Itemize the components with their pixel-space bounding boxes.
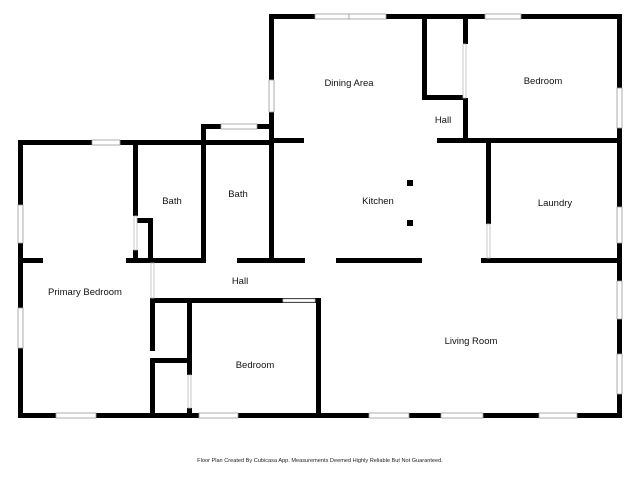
room-label-kitchen: Kitchen [362,196,394,207]
footer-disclaimer: Floor Plan Created By Cubicasa App. Meas… [197,458,443,464]
wall [133,140,138,216]
door-opening [133,215,138,251]
room-label-laundry: Laundry [538,198,573,209]
room-label-bedroom-ne: Bedroom [524,76,563,87]
wall [486,138,491,224]
wall [150,298,320,303]
wall [269,14,274,138]
wall [136,218,152,223]
room-label-dining-area: Dining Area [324,78,374,89]
wall [422,14,427,100]
wall [18,140,274,145]
wall [187,408,192,418]
room-label-bath-right: Bath [228,189,248,200]
wall [274,258,305,263]
door-opening [150,262,155,299]
room-label-hall-north: Hall [435,115,451,126]
window [616,87,623,129]
window [17,307,24,349]
room-labels: Dining Area Bedroom Hall Bath Bath Kitch… [48,76,572,371]
window [314,13,350,20]
window [484,13,522,20]
window [616,353,623,395]
windows-and-openings [17,13,623,419]
wall [18,140,23,418]
room-label-primary-bedroom: Primary Bedroom [48,287,122,298]
wall [237,258,274,263]
window [198,412,239,419]
wall [201,124,206,263]
room-label-hall-center: Hall [232,276,248,287]
wall [274,138,304,143]
wall [463,98,468,140]
wall [463,14,468,44]
door-opening [462,43,467,99]
window [220,123,258,130]
wall [126,258,206,263]
wall [152,358,190,363]
door-opening [91,139,121,146]
wall [150,358,155,418]
room-label-bath-left: Bath [162,196,182,207]
wall [481,258,622,263]
wall [133,250,138,262]
door-opening [486,223,491,259]
wall [269,14,622,19]
wall [187,298,192,375]
walls [18,14,622,418]
wall [316,298,321,418]
room-label-bedroom-south: Bedroom [236,360,275,371]
wall [148,218,153,263]
window [616,280,623,320]
window [17,204,24,244]
door-opening [187,374,192,409]
window [348,13,387,20]
kitchen-island-marker [407,180,413,186]
wall [150,298,155,351]
window [538,412,578,419]
wall [336,258,422,263]
door-opening [440,412,484,419]
window [55,412,97,419]
window [616,206,623,244]
window [368,412,410,419]
window [268,79,275,113]
wall [437,138,622,143]
wall [18,258,43,263]
wall [422,95,466,100]
door-opening [282,298,316,303]
room-label-living-room: Living Room [445,336,498,347]
kitchen-island-marker [407,220,413,226]
wall [269,124,274,263]
